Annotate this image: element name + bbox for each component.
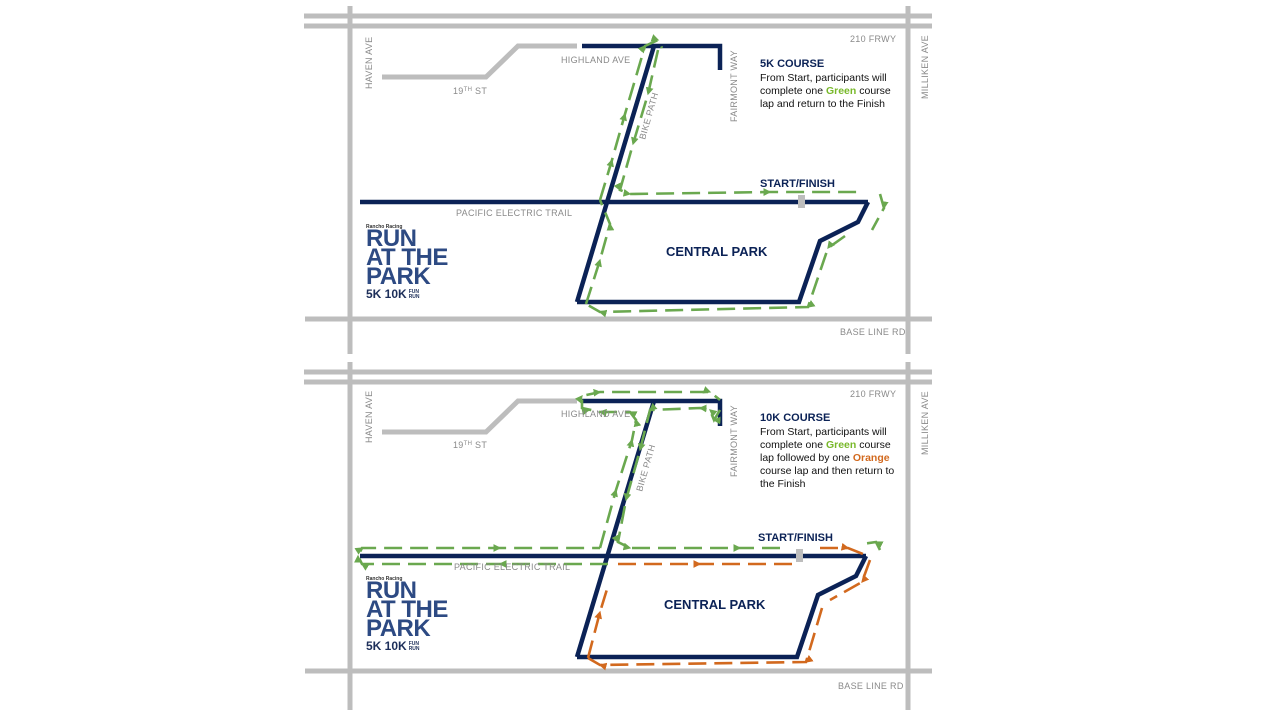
map-10k-course: 210 FRWY HAVEN AVE MILLIKEN AVE HIGHLAND…: [300, 360, 940, 712]
label-pacific-electric-trail: PACIFIC ELECTRIC TRAIL: [454, 562, 570, 572]
label-base-line-rd: BASE LINE RD: [840, 327, 906, 337]
course-title: 5K COURSE: [760, 58, 825, 70]
logo-org: Rancho Racing: [366, 224, 403, 230]
map-5k-course: 210 FRWY HAVEN AVE MILLIKEN AVE HIGHLAND…: [300, 4, 940, 356]
label-start-finish: START/FINISH: [760, 178, 835, 190]
label-start-finish: START/FINISH: [758, 532, 833, 544]
label-milliken-ave: MILLIKEN AVE: [920, 391, 930, 455]
roads: [304, 6, 932, 354]
desc-mid: course lap followed by one: [760, 439, 891, 464]
label-central-park: CENTRAL PARK: [666, 244, 768, 259]
logo-line2: AT THE: [366, 596, 448, 623]
map-5k-canvas: 210 FRWY HAVEN AVE MILLIKEN AVE HIGHLAND…: [304, 6, 932, 354]
street-labels: 210 FRWY HAVEN AVE MILLIKEN AVE HIGHLAND…: [364, 389, 930, 691]
course-description-10k: 10K COURSE From Start, participants will…: [760, 412, 896, 491]
logo-line3: PARK: [366, 615, 431, 642]
desc-start: From Start, participants will complete o…: [760, 72, 887, 97]
label-pacific-electric-trail: PACIFIC ELECTRIC TRAIL: [456, 208, 572, 218]
course-title: 10K COURSE: [760, 412, 831, 424]
start-finish-marker: [798, 195, 805, 208]
label-highland-ave: HIGHLAND AVE: [561, 55, 630, 65]
route-green: [354, 386, 884, 571]
logo-org: Rancho Racing: [366, 576, 403, 582]
logo-line1: RUN: [366, 225, 417, 252]
label-haven-ave: HAVEN AVE: [364, 391, 374, 443]
desc-start: From Start, participants will complete o…: [760, 426, 887, 451]
logo-line2: AT THE: [366, 244, 448, 271]
label-210-frwy: 210 FRWY: [850, 34, 896, 44]
route-orange: [586, 542, 872, 671]
label-base-line-rd: BASE LINE RD: [838, 681, 904, 691]
label-haven-ave: HAVEN AVE: [364, 37, 374, 89]
logo-line3: PARK: [366, 263, 431, 290]
label-central-park: CENTRAL PARK: [664, 597, 766, 612]
desc-end: course lap and return to the Finish: [760, 85, 891, 110]
label-milliken-ave: MILLIKEN AVE: [920, 35, 930, 99]
roads: [304, 362, 932, 710]
label-19th-st: 19TH ST: [453, 440, 487, 450]
map-10k-canvas: 210 FRWY HAVEN AVE MILLIKEN AVE HIGHLAND…: [304, 362, 932, 710]
start-finish-marker: [796, 549, 803, 562]
course-description-5k: 5K COURSE From Start, participants will …: [760, 58, 900, 111]
label-19th-st: 19TH ST: [453, 86, 487, 96]
green-word: Green: [825, 439, 857, 451]
label-fairmont-way: FAIRMONT WAY: [729, 50, 739, 122]
desc-end: course lap and then return to the Finish: [760, 465, 895, 490]
label-highland-ave: HIGHLAND AVE: [561, 409, 630, 419]
label-fairmont-way: FAIRMONT WAY: [729, 405, 739, 477]
green-word: Green: [825, 85, 857, 97]
orange-word: Orange: [852, 452, 890, 464]
route-green: [584, 34, 889, 318]
label-210-frwy: 210 FRWY: [850, 389, 896, 399]
logo-line1: RUN: [366, 577, 417, 604]
